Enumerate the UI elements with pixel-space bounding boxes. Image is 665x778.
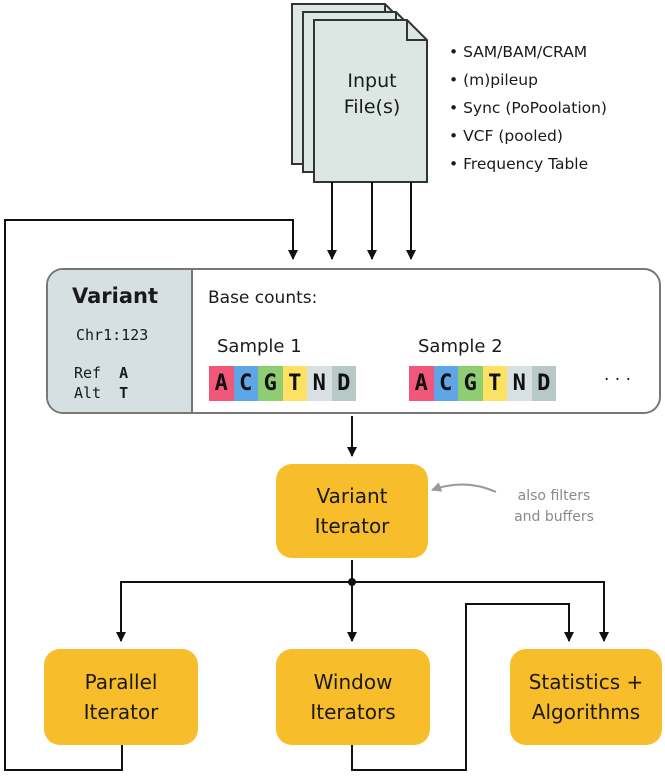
statistics-node: Statistics + Algorithms — [510, 649, 662, 745]
ref-label: Ref — [74, 364, 102, 382]
base-cell: C — [433, 366, 458, 401]
base-cell: N — [307, 366, 332, 401]
window-iterators-line1: Window — [313, 670, 393, 694]
note-line2: and buffers — [514, 509, 594, 525]
to-parallel-arrow — [116, 581, 352, 642]
input-file-stack-icon — [291, 3, 428, 183]
base-cell: A — [209, 366, 234, 401]
variant-info-panel: Variant Chr1:123 Ref A Alt T — [48, 270, 193, 412]
statistics-line2: Algorithms — [531, 700, 641, 724]
format-item: • SAM/BAM/CRAM — [449, 43, 588, 61]
ref-allele: A — [119, 364, 129, 382]
note-arrow — [431, 482, 497, 493]
base-cell: T — [482, 366, 507, 401]
window-to-statistics-arrow — [351, 603, 574, 771]
variant-alleles: Ref A Alt T — [74, 363, 128, 403]
base-cell: D — [531, 366, 556, 401]
base-cell: G — [258, 366, 283, 401]
variant-iterator-node: Variant Iterator — [276, 464, 428, 558]
sample-2-label: Sample 2 — [418, 336, 503, 357]
parallel-iterator-line2: Iterator — [83, 700, 159, 724]
base-counts-label: Base counts: — [208, 288, 318, 308]
alt-label: Alt — [74, 384, 102, 402]
window-iterators-node: Window Iterators — [276, 649, 430, 745]
parallel-iterator-line1: Parallel — [84, 670, 158, 694]
sample-1-label: Sample 1 — [217, 336, 302, 357]
format-item: • (m)pileup — [449, 71, 538, 89]
base-cell: D — [331, 366, 356, 401]
sample-2-bases: A C G T N D — [409, 366, 556, 401]
parallel-iterator-node: Parallel Iterator — [44, 649, 198, 745]
parallel-feedback-arrow — [4, 219, 298, 771]
alt-allele: T — [119, 384, 129, 402]
variant-position: Chr1:123 — [76, 326, 149, 344]
input-file-line2: File(s) — [343, 96, 401, 118]
more-samples-ellipsis: · · · — [604, 370, 632, 390]
to-statistics-arrow — [352, 581, 609, 642]
variant-record: Variant Chr1:123 Ref A Alt T Base counts… — [46, 268, 661, 414]
input-file-label: Input File(s) — [326, 68, 418, 120]
window-iterators-line2: Iterators — [310, 700, 396, 724]
iterator-note: also filters and buffers — [500, 486, 608, 528]
format-item: • VCF (pooled) — [449, 127, 563, 145]
base-cell: A — [409, 366, 434, 401]
format-item: • Frequency Table — [449, 155, 589, 173]
base-cell: G — [458, 366, 483, 401]
base-cell: N — [507, 366, 532, 401]
base-cell: T — [282, 366, 307, 401]
variant-iterator-line2: Iterator — [314, 514, 390, 538]
format-list: • SAM/BAM/CRAM • (m)pileup • Sync (PoPoo… — [449, 38, 607, 178]
base-cell: C — [233, 366, 258, 401]
format-item: • Sync (PoPoolation) — [449, 99, 607, 117]
statistics-line1: Statistics + — [528, 670, 644, 694]
sample-1-bases: A C G T N D — [209, 366, 356, 401]
variant-iterator-line1: Variant — [316, 484, 388, 508]
file-page-front — [313, 19, 428, 183]
variant-title: Variant — [72, 284, 158, 308]
input-file-line1: Input — [347, 70, 397, 92]
note-line1: also filters — [517, 488, 591, 504]
